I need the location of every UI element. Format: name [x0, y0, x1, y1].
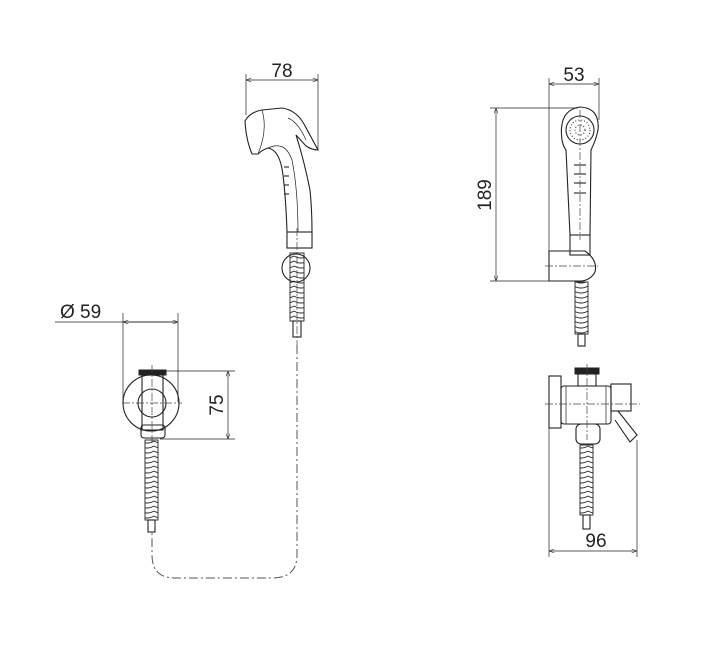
dimension-handshower-depth: 53: [563, 65, 584, 86]
handshower-side-view: 53 189: [475, 65, 600, 347]
dimension-valve-projection: 96: [585, 531, 606, 552]
dimension-handshower-height: 189: [475, 179, 496, 211]
flexible-hose: [151, 345, 298, 579]
dimension-valve-height: 75: [207, 394, 228, 415]
dimension-valve-diameter: Ø 59: [60, 302, 101, 323]
grip-marks: [284, 166, 289, 195]
handshower-front-view: 78: [244, 61, 319, 345]
dimension-handshower-width: 78: [271, 61, 292, 82]
valve-front-view: Ø 59 75: [55, 302, 235, 533]
valve-side-view: 96: [545, 364, 640, 557]
